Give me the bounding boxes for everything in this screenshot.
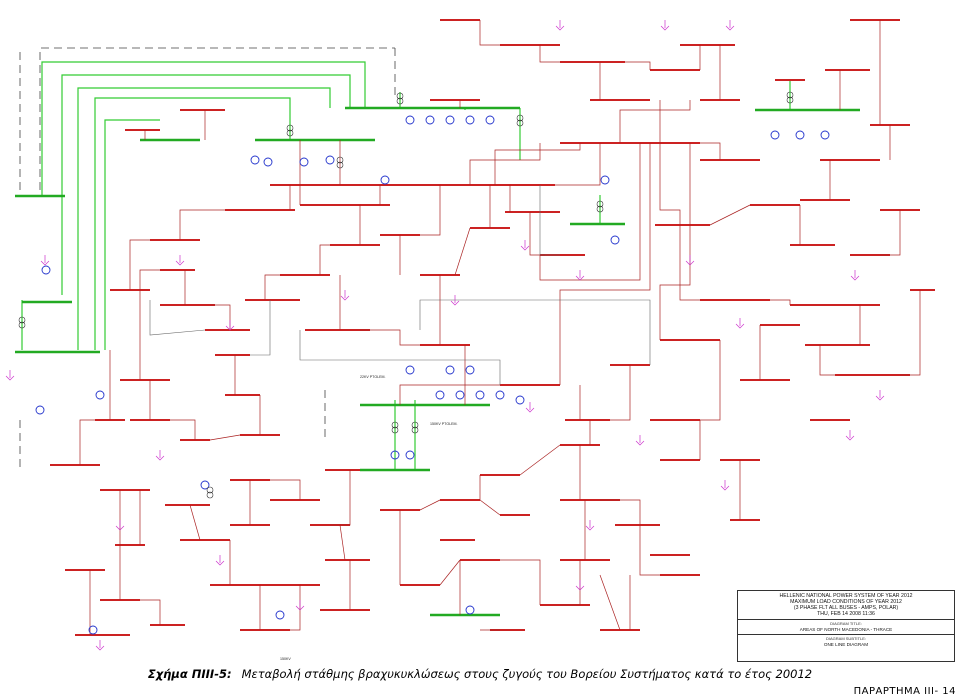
page-number: ΠΑΡΑΡΤΗΜΑ III- 14: [853, 686, 956, 697]
lines-150kv: [79, 20, 921, 635]
buses-400kv: [15, 106, 860, 617]
figure-caption: Σχήμα ΠIII-5: Μεταβολή στάθμης βραχυκυκλώ…: [0, 667, 960, 681]
loads: [5, 20, 885, 651]
diagram-title: AREAS OF NORTH MACEDONIA - THRACE: [799, 627, 893, 632]
buses-150kv: [50, 19, 935, 636]
bus-labels: 22KV PTOLEM. 150KV PTOLEM. 150KV: [280, 375, 458, 661]
title-block: HELLENIC NATIONAL POWER SYSTEM OF YEAR 2…: [737, 590, 955, 662]
diagram-subtitle-label: DIAGRAM SUBTITLE:: [825, 636, 866, 641]
center-bus2-label: 150KV PTOLEM.: [430, 422, 458, 426]
title-line-2: MAXIMUM LOAD CONDITIONS OF YEAR 2012: [790, 599, 902, 605]
title-line-1: HELLENIC NATIONAL POWER SYSTEM OF YEAR 2…: [779, 593, 913, 599]
title-line-3: (3 PHASE FLT ALL BUSES - AMPS, POLAR): [793, 605, 899, 611]
transformers: [18, 91, 794, 499]
figure-number: Σχήμα ΠIII-5:: [147, 667, 232, 681]
center-bus-label: 22KV PTOLEM.: [360, 375, 386, 379]
figure-caption-text: Μεταβολή στάθμης βραχυκυκλώσεως στους ζυ…: [241, 667, 813, 681]
diagram-subtitle-row: DIAGRAM SUBTITLE: ONE LINE DIAGRAM: [738, 635, 954, 649]
long-interconnects: [149, 185, 651, 385]
diagram-subtitle: ONE LINE DIAGRAM: [823, 642, 869, 647]
title-block-header: HELLENIC NATIONAL POWER SYSTEM OF YEAR 2…: [738, 591, 954, 620]
dashed-tie-lines: [19, 47, 396, 470]
one-line-diagram: 22KV PTOLEM. 150KV PTOLEM. 150KV: [5, 19, 935, 661]
bottom-bus-label: 150KV: [280, 657, 291, 661]
diagram-title-row: DIAGRAM TITLE: AREAS OF NORTH MACEDONIA …: [738, 620, 954, 635]
lines-400kv: [21, 61, 791, 470]
generators: [35, 115, 830, 635]
diagram-title-label: DIAGRAM TITLE:: [830, 621, 862, 626]
title-line-4: THU, FEB 14 2008 11:36: [817, 611, 875, 617]
